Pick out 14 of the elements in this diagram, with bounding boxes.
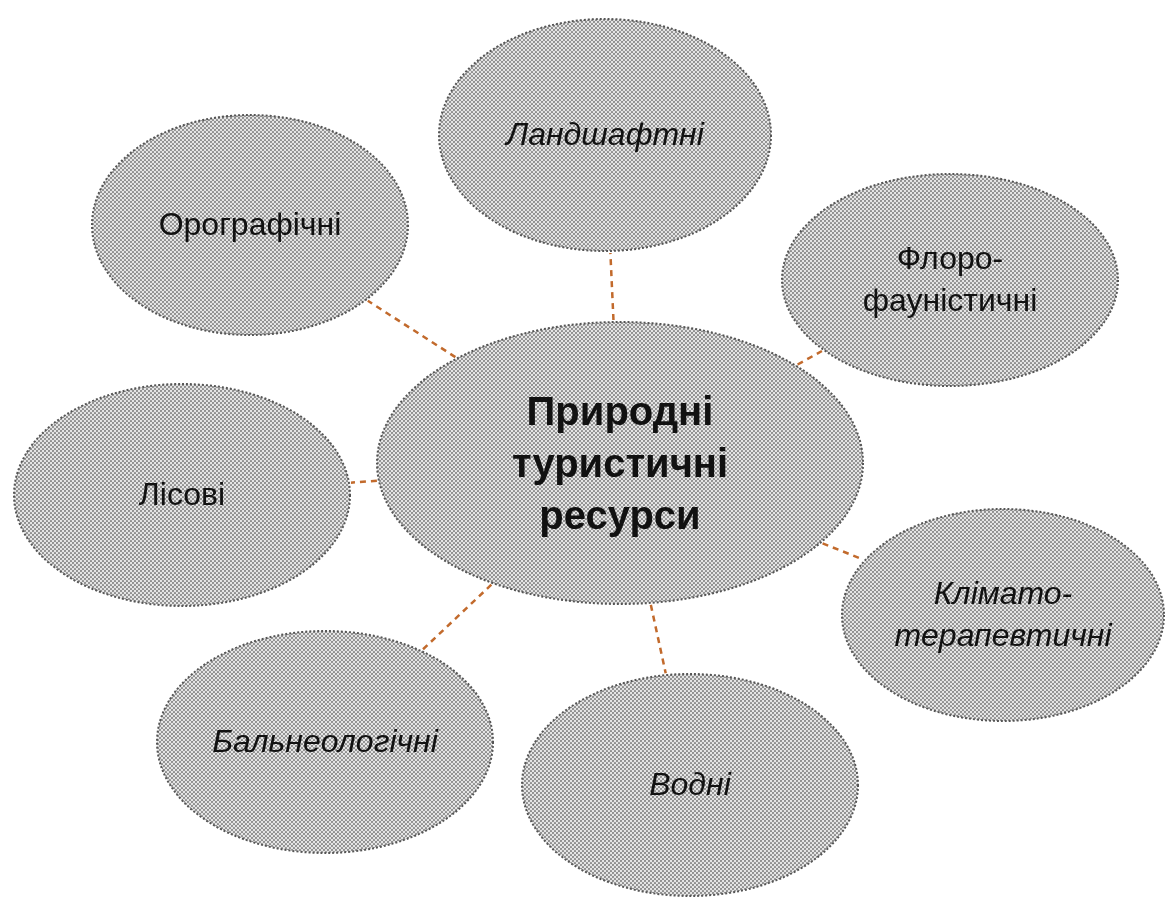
category-label: Клімато- терапевтичні xyxy=(893,574,1114,655)
connector-line xyxy=(609,252,615,321)
connector-line xyxy=(367,299,457,359)
connector-line xyxy=(350,479,377,484)
central-topic: Природні туристичні ресурси xyxy=(510,388,730,539)
category-label: Лісові xyxy=(137,475,227,515)
connector-line xyxy=(797,349,823,366)
category-label: Водні xyxy=(648,765,733,805)
category-label: Бальнеологічні xyxy=(211,722,440,762)
category-label: Флоро- фауністичні xyxy=(861,239,1039,320)
category-label: Ландшафтні xyxy=(503,115,706,155)
connector-line xyxy=(649,604,667,674)
category-label: Орографічні xyxy=(157,205,343,245)
connector-line xyxy=(421,583,493,651)
